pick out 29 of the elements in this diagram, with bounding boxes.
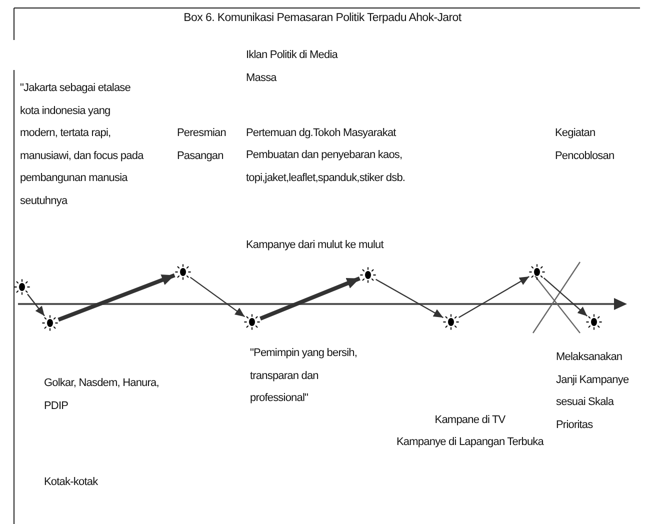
star-marker (175, 264, 191, 280)
arrow (376, 278, 444, 318)
arrow (190, 276, 246, 318)
star-marker (42, 315, 58, 331)
annotation-text: Kotak-kotak (44, 475, 99, 490)
annotation-text: Iklan Politik di Media Massa (246, 48, 339, 86)
annotation-text: Kampanye dari mulut ke mulut (246, 238, 385, 253)
annotation-text: "Pemimpin yang bersih, transparan dan professional" (250, 346, 358, 406)
annotation-text: "Jakarta sebagai etalase kota indonesia yang modern, tertata rapi, manusiawi, dan focus pada pembangunan manusia seutuhnya (20, 81, 145, 208)
annotation-text: Pembuatan dan penyebaran kaos, topi,jaket,leaflet,spanduk,stiker dsb. (246, 148, 406, 186)
star-marker (360, 267, 376, 283)
annotation-text: Kampanye di Lapangan Terbuka (396, 435, 545, 450)
annotation-text: Melaksanakan Janji Kampanye sesuai Skala Prioritas (556, 350, 630, 432)
title: Box 6. Komunikasi Pemasaran Politik Terpadu Ahok-Jarot (182, 12, 462, 24)
annotation-text: Kegiatan Pencoblosan (555, 126, 616, 164)
star-marker (529, 264, 545, 280)
star-marker (14, 279, 30, 295)
arrow (27, 294, 45, 316)
arrow (543, 277, 588, 317)
star-marker (244, 314, 260, 330)
arrow (58, 273, 176, 322)
annotation-text: Golkar, Nasdem, Hanura, PDIP (44, 376, 160, 414)
annotation-text: Kampane di TV (434, 413, 506, 428)
arrow (260, 276, 360, 320)
annotation-text: Peresmian Pasangan (177, 126, 227, 164)
star-marker (586, 314, 602, 330)
star-marker (443, 314, 459, 330)
annotation-text: Pertemuan dg.Tokoh Masyarakat (246, 126, 398, 141)
arrow (458, 276, 530, 318)
